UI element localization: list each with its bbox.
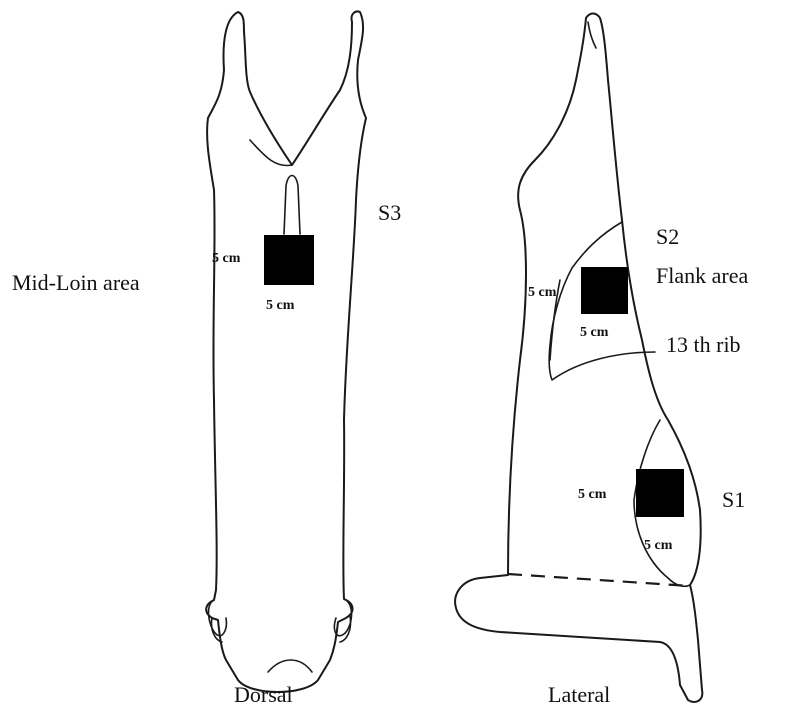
mid-loin-area-label: Mid-Loin area <box>12 270 140 295</box>
s2-dim-bottom-label: 5 cm <box>580 325 609 340</box>
lateral-body-outline <box>455 14 702 702</box>
s3-label: S3 <box>378 200 401 225</box>
flank-area-label: Flank area <box>656 263 748 288</box>
s1-dim-left-label: 5 cm <box>578 487 607 502</box>
s2-dim-left-label: 5 cm <box>528 285 557 300</box>
dorsal-carcass <box>206 11 366 692</box>
lateral-caption: Lateral <box>548 682 610 707</box>
dorsal-caption: Dorsal <box>234 682 293 707</box>
dorsal-spine-loop <box>284 176 300 235</box>
sample-square-s3 <box>264 235 314 285</box>
sample-square-s1 <box>636 469 684 517</box>
dorsal-body-outline <box>206 11 366 692</box>
thirteenth-rib-label: 13 th rib <box>666 332 741 357</box>
lateral-carcass <box>455 14 702 702</box>
lateral-dashed-cut-line <box>508 574 690 586</box>
sample-square-s2 <box>581 267 628 314</box>
dorsal-tail-curve <box>268 660 312 672</box>
s1-label: S1 <box>722 487 745 512</box>
s2-label: S2 <box>656 224 679 249</box>
s3-dim-bottom-label: 5 cm <box>266 298 295 313</box>
lateral-neck-detail <box>588 22 596 48</box>
s1-dim-bottom-label: 5 cm <box>644 538 673 553</box>
s3-dim-left-label: 5 cm <box>212 251 241 266</box>
dorsal-neck-notch <box>250 140 292 166</box>
